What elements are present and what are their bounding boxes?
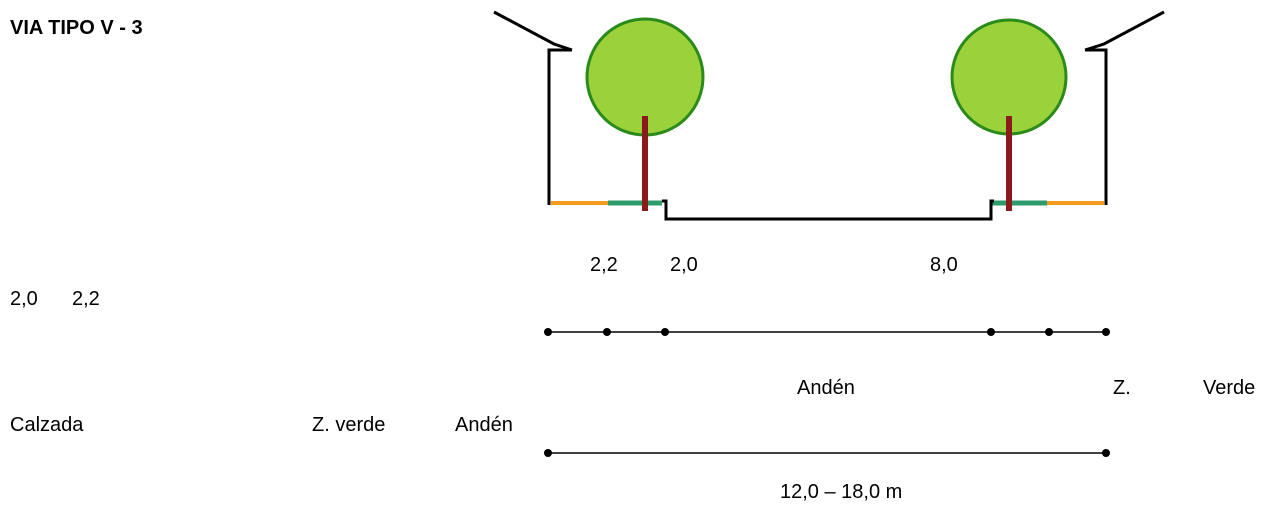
total-width-label: 12,0 – 18,0 m	[780, 481, 903, 503]
zone-label-anden-left: Andén	[455, 414, 513, 436]
left-tree	[585, 17, 705, 211]
right-building	[1084, 10, 1165, 205]
left-facade	[547, 48, 572, 205]
zone-label-calzada: Calzada	[10, 414, 84, 436]
zone-label-anden: Andén	[797, 377, 855, 399]
dim-label-left-zona-verde: 2,0	[670, 254, 698, 276]
left-building	[493, 10, 573, 205]
zone-label-z: Z.	[1113, 377, 1131, 399]
dim-node	[987, 328, 995, 336]
dim-node	[1102, 328, 1110, 336]
dimension-line-total	[544, 449, 1110, 457]
calzada-profile	[662, 199, 994, 221]
left-roof	[493, 10, 573, 52]
dim-node	[661, 328, 669, 336]
right-tree	[950, 18, 1068, 211]
dim-label-calzada: 8,0	[930, 254, 958, 276]
right-facade	[1085, 48, 1108, 205]
dim-node	[1045, 328, 1053, 336]
dimension-line-partial	[544, 328, 1110, 336]
dim-node	[544, 449, 552, 457]
dim-label-left-anden: 2,2	[590, 254, 618, 276]
dim-node	[603, 328, 611, 336]
dim-node	[1102, 449, 1110, 457]
dim-label-right-zona-verde: 2,0	[10, 288, 38, 310]
section-title: VIA TIPO V - 3	[10, 17, 143, 39]
zone-label-verde: Verde	[1203, 377, 1256, 399]
zone-label-z-verde: Z. verde	[312, 414, 386, 436]
right-roof	[1084, 10, 1165, 52]
dim-node	[544, 328, 552, 336]
dim-label-right-anden: 2,2	[72, 288, 100, 310]
